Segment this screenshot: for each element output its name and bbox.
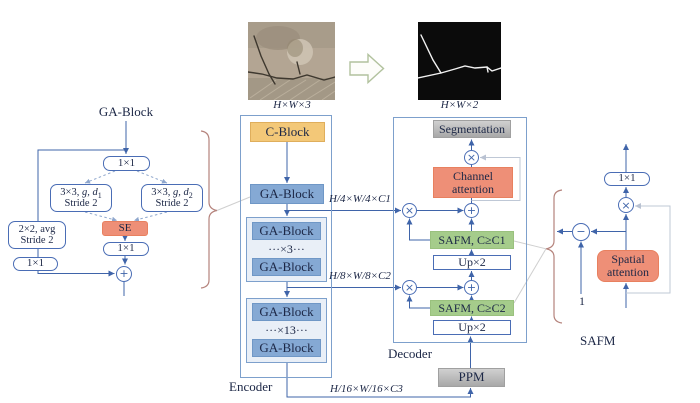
ga-block-group1-bottom: GA-Block — [252, 258, 321, 276]
upsample-1: Up×2 — [433, 255, 511, 270]
ga-block-brace — [200, 130, 218, 289]
safm-detail-title: SAFM — [580, 333, 616, 348]
ga-add-operator: + — [116, 265, 132, 282]
c-block: C-Block — [250, 122, 325, 142]
ga-conv1x1-mid: 1×1 — [103, 242, 149, 256]
ga-block-repeat-x3: ···×3··· — [268, 242, 305, 256]
decoder-top-multiply-operator: × — [464, 150, 479, 165]
ga-block-group1-top: GA-Block — [252, 222, 321, 240]
safm-conv1x1: 1×1 — [604, 172, 650, 186]
segmentation-head: Segmentation — [433, 120, 511, 138]
ga-block-repeat-x13: ···×13··· — [265, 323, 308, 337]
ga-conv3x3-branch1: 3×3, g, d1 Stride 2 — [50, 184, 112, 212]
input-to-output-arrow — [349, 52, 385, 85]
safm-brace — [545, 189, 563, 324]
ga-avgpool: 2×2, avg Stride 2 — [8, 221, 66, 249]
ga-conv1x1-top: 1×1 — [103, 156, 150, 171]
spatial-attention-block: Spatial attention — [597, 250, 659, 282]
decoder-box — [393, 117, 527, 343]
safm-subtract-operator: − — [572, 222, 590, 241]
stage1-add-operator: + — [464, 203, 479, 218]
ga-block-detail-title: GA-Block — [98, 104, 154, 119]
decoder-label: Decoder — [388, 346, 433, 361]
output-dim-label: H×W×2 — [440, 99, 479, 111]
skip-c2-label: H/8×W/8×C2 — [329, 270, 391, 282]
encoder-label: Encoder — [229, 379, 273, 394]
ga-conv1x1-shortcut: 1×1 — [13, 257, 58, 271]
safm-multiply-operator: × — [618, 197, 634, 213]
ppm-block: PPM — [438, 368, 505, 387]
encoder-box — [240, 115, 332, 378]
ga-block-1: GA-Block — [250, 184, 324, 204]
ga-block-group2-top: GA-Block — [252, 303, 321, 321]
stage1-multiply-operator: × — [402, 203, 417, 218]
upsample-2: Up×2 — [433, 320, 511, 335]
stage2-add-operator: + — [464, 280, 479, 295]
stage2-multiply-operator: × — [402, 280, 417, 295]
skip-c3-label: H/16×W/16×C3 — [330, 383, 403, 395]
input-crack-photo — [247, 22, 336, 101]
safm-c2-block: SAFM, C≥C2 — [430, 300, 514, 316]
ga-conv3x3-branch2: 3×3, g, d2 Stride 2 — [141, 184, 203, 212]
skip-c1-label: H/4×W/4×C1 — [329, 193, 391, 205]
safm-c1-block: SAFM, C≥C1 — [430, 231, 514, 249]
output-segmentation-image — [417, 22, 502, 100]
input-dim-label: H×W×3 — [273, 99, 311, 111]
ga-se-block: SE — [102, 221, 148, 236]
ga-block-group2-bottom: GA-Block — [252, 339, 321, 357]
channel-attention-block: Channel attention — [433, 167, 513, 198]
safm-constant-one: 1 — [579, 294, 585, 308]
